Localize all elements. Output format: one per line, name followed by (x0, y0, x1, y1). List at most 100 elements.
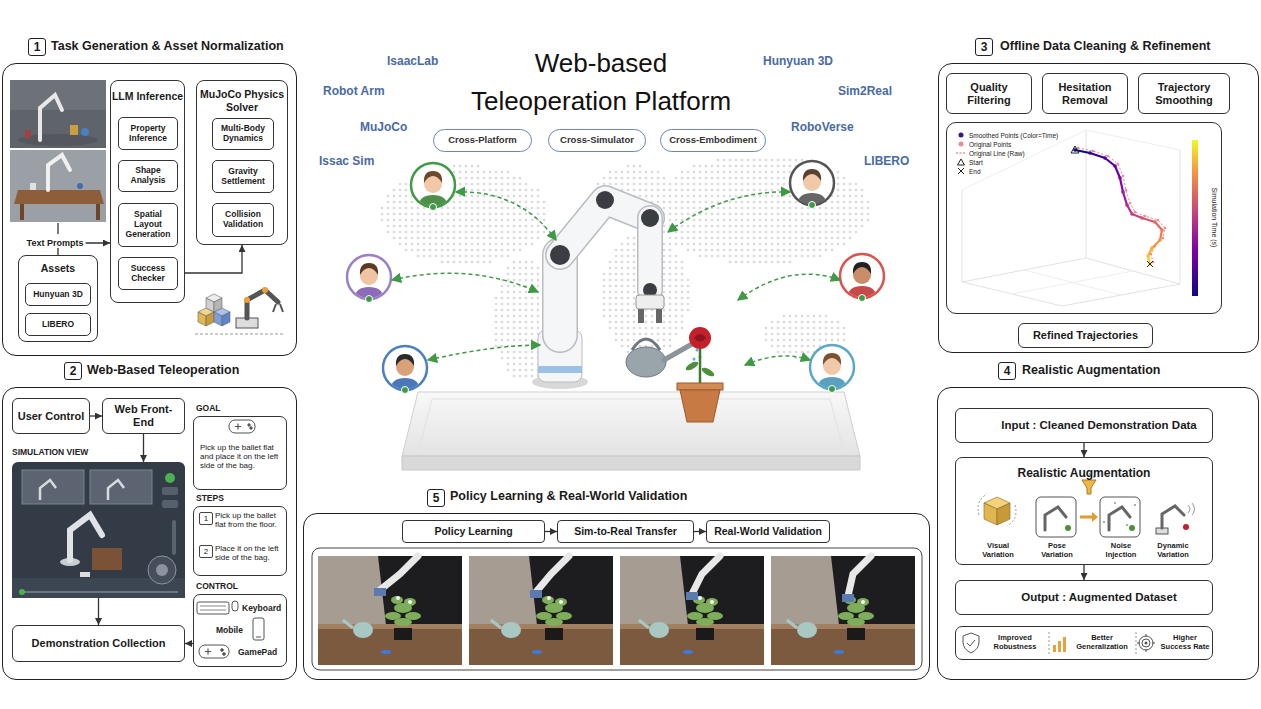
world-map (387, 195, 390, 198)
benefit-icon (1145, 642, 1148, 645)
world-map (819, 225, 822, 228)
world-map (687, 201, 690, 204)
world-map (753, 261, 756, 264)
world-map (849, 183, 852, 186)
node-text: MuJoCo Physics Solver (197, 88, 287, 113)
world-map (531, 297, 534, 300)
world-map (663, 189, 666, 192)
world-map (615, 249, 618, 252)
world-map (609, 171, 612, 174)
world-map (819, 237, 822, 240)
world-map (663, 195, 666, 198)
world-map (645, 183, 648, 186)
world-map (393, 213, 396, 216)
world-map (831, 333, 834, 336)
world-map (741, 213, 744, 216)
benefit-icon (1136, 632, 1137, 654)
world-map (381, 213, 384, 216)
world-map (705, 237, 708, 240)
world-map (693, 195, 696, 198)
world-map (837, 201, 840, 204)
world-map (627, 309, 630, 312)
world-map (819, 315, 822, 318)
legend-text: Original Points (969, 141, 1011, 148)
world-map (795, 213, 798, 216)
legend-swatch (956, 153, 966, 154)
robot-arm (638, 309, 644, 323)
trajectory-plot (1180, 150, 1181, 284)
user-avatar (396, 354, 414, 366)
world-map (837, 189, 840, 192)
module-box: LIBERO (25, 313, 91, 336)
real-world-photo (686, 592, 698, 600)
control-icon (248, 424, 250, 426)
world-map (735, 159, 738, 162)
world-map (687, 189, 690, 192)
world-map (477, 189, 480, 192)
real-world-photo (692, 556, 720, 594)
world-map (513, 303, 516, 306)
world-map (687, 303, 690, 306)
node-text: Realistic Augmentation (1022, 363, 1242, 377)
world-map (453, 243, 456, 246)
world-map (813, 219, 816, 222)
world-map (675, 183, 678, 186)
world-map (819, 249, 822, 252)
world-map (705, 225, 708, 228)
world-map (489, 231, 492, 234)
world-map (813, 237, 816, 240)
world-map (795, 243, 798, 246)
world-map (681, 189, 684, 192)
world-map (717, 225, 720, 228)
world-map (537, 315, 540, 318)
world-map (795, 339, 798, 342)
world-map (819, 243, 822, 246)
real-world-photo (404, 598, 416, 606)
step-badge: 2 (64, 362, 82, 380)
world-map (831, 225, 834, 228)
world-map (807, 339, 810, 342)
world-map (525, 237, 528, 240)
flow-arrow (143, 434, 144, 462)
world-map (537, 225, 540, 228)
robot-arm (664, 344, 692, 360)
world-map (609, 177, 612, 180)
world-map (531, 225, 534, 228)
world-map (801, 231, 804, 234)
trajectory-plot (1140, 216, 1144, 220)
world-map (477, 165, 480, 168)
world-map (807, 255, 810, 258)
world-map (621, 267, 624, 270)
world-map (729, 255, 732, 258)
world-map (525, 195, 528, 198)
world-map (495, 345, 498, 348)
robot-icon (195, 334, 285, 335)
trajectory-plot (962, 190, 963, 282)
world-map (711, 237, 714, 240)
world-map (519, 243, 522, 246)
world-map (771, 243, 774, 246)
world-map (723, 219, 726, 222)
world-map (537, 303, 540, 306)
stage-panel: Realistic AugmentationInput : Cleaned De… (937, 387, 1259, 680)
world-map (765, 225, 768, 228)
world-map (483, 171, 486, 174)
world-map (807, 345, 810, 348)
world-map (465, 237, 468, 240)
control-icon (205, 649, 211, 655)
real-world-photo (545, 618, 563, 626)
world-map (507, 189, 510, 192)
legend-text: Smoothed Points (Color=Time) (969, 132, 1058, 139)
world-map (693, 177, 696, 180)
world-map (633, 309, 636, 312)
real-world-photo (649, 622, 669, 638)
legend-swatch (959, 133, 964, 138)
world-map (777, 231, 780, 234)
world-map (483, 249, 486, 252)
edge-label: Text Prompts (25, 238, 86, 248)
world-map (837, 195, 840, 198)
world-map (783, 333, 786, 336)
world-map (711, 231, 714, 234)
world-map (477, 207, 480, 210)
world-map (837, 237, 840, 240)
